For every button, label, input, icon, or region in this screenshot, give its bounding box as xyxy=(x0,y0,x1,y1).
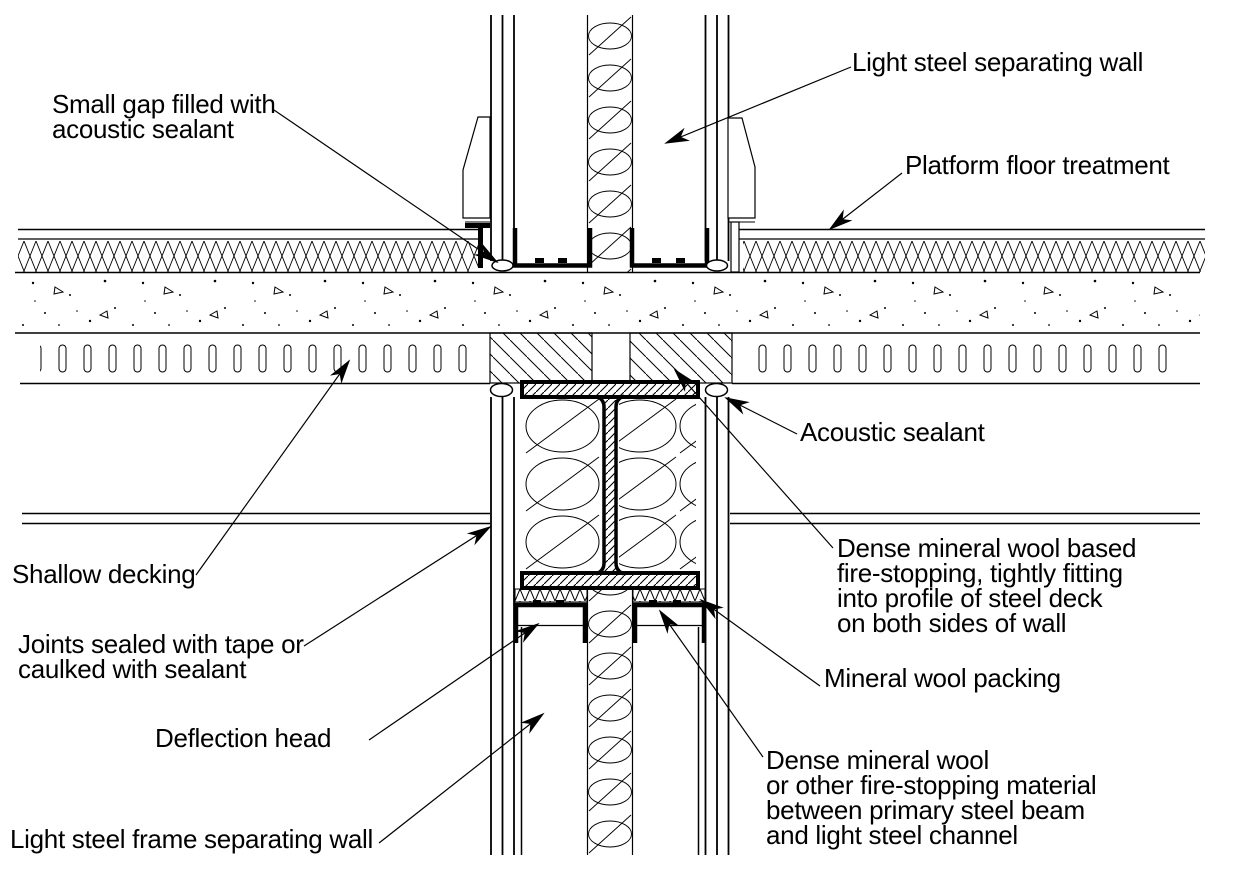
deflection-head-right xyxy=(632,600,707,855)
fire-stopping-left xyxy=(489,332,593,384)
sealant-bead-base-left xyxy=(491,259,514,272)
skirting-right xyxy=(727,117,756,273)
separating-wall-upper xyxy=(490,15,730,272)
label-small-gap: Small gap filled with acoustic sealant xyxy=(52,89,276,144)
label-joints-sealed: Joints sealed with tape or caulked with … xyxy=(18,629,304,684)
sealant-bead-base-right xyxy=(705,259,729,272)
mineral-wool-packing-left xyxy=(514,588,588,603)
leader-lines xyxy=(195,66,903,844)
separating-wall-lower xyxy=(490,397,730,855)
leader-light-steel-separating-wall xyxy=(664,66,852,144)
label-acoustic-sealant: Acoustic sealant xyxy=(800,417,985,447)
label-mineral-wool-packing: Mineral wool packing xyxy=(824,663,1061,693)
ceiling-lining-right xyxy=(730,512,1200,525)
label-light-steel-separating-wall: Light steel separating wall xyxy=(852,47,1144,77)
leader-deflection-head xyxy=(368,622,540,741)
fire-stopping-right xyxy=(629,332,733,384)
leader-dense-fire-stopping xyxy=(673,368,834,549)
leader-small-gap xyxy=(273,109,499,264)
leader-platform-floor xyxy=(828,172,903,231)
sealant-bead-deck-right xyxy=(704,382,729,398)
beam-mineral-wool-left xyxy=(524,397,601,573)
floor-track-left xyxy=(512,228,593,268)
leader-mineral-wool-packing xyxy=(699,598,821,687)
label-dense-between-beam: Dense mineral wool or other fire-stoppin… xyxy=(766,745,1097,850)
leader-dense-between-beam xyxy=(658,609,764,758)
label-platform-floor-treatment: Platform floor treatment xyxy=(905,150,1170,180)
concrete-slab xyxy=(15,271,1200,334)
ceiling-lining-left xyxy=(22,512,490,525)
platform-floor-right xyxy=(739,228,1205,272)
platform-floor-left xyxy=(18,228,478,272)
label-shallow-decking: Shallow decking xyxy=(12,559,196,589)
sealant-bead-deck-left xyxy=(489,382,514,398)
beam-mineral-wool-right xyxy=(619,397,696,573)
label-dense-fire-stopping: Dense mineral wool based fire-stopping, … xyxy=(837,533,1137,638)
shallow-decking-left xyxy=(20,334,490,385)
leader-shallow-decking xyxy=(195,359,351,576)
leader-acoustic-sealant xyxy=(724,397,798,435)
mineral-wool-packing-right xyxy=(632,588,706,603)
floor-track-right xyxy=(629,228,710,268)
label-deflection-head: Deflection head xyxy=(155,723,332,753)
shallow-decking-right xyxy=(732,334,1200,385)
label-light-steel-frame-wall: Light steel frame separating wall xyxy=(10,824,373,854)
leader-frame-wall xyxy=(378,712,545,844)
leader-joints-sealed xyxy=(303,525,492,647)
